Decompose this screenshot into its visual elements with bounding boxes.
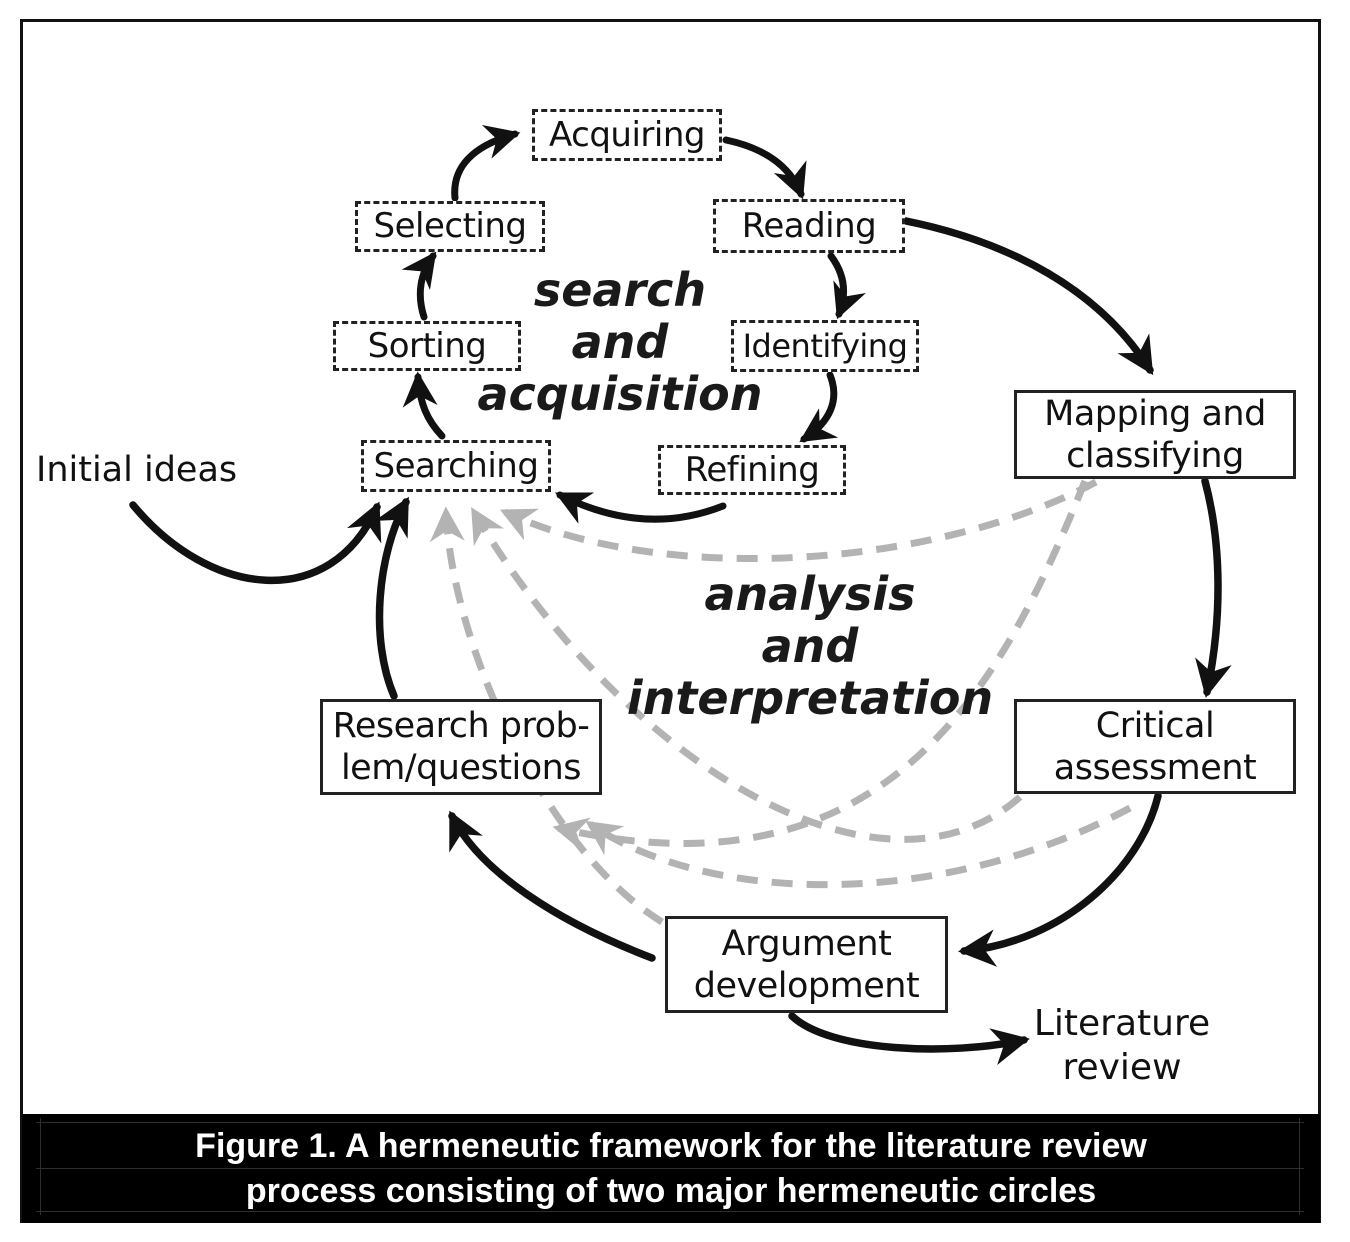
caption-gridline <box>36 1122 1304 1123</box>
dashed-arrow-critical-searching <box>470 507 1023 843</box>
dashed-arrow-critical-research <box>585 804 1132 889</box>
label-literature-review: Literature review <box>1033 1003 1211 1088</box>
node-searching: Searching <box>361 440 551 492</box>
arrow-research-searching <box>374 496 410 700</box>
node-refining: Refining <box>658 445 846 495</box>
node-critical-label: Critical assessment <box>1053 705 1257 788</box>
arrow-mapping-critical <box>1195 477 1232 698</box>
caption-gridline <box>40 1118 41 1215</box>
arrow-reading-identifying <box>827 252 866 320</box>
arrow-argument-literature-review <box>788 1012 1030 1065</box>
node-mapping-label: Mapping and classifying <box>1044 393 1266 476</box>
dashed-arrow-mapping-research <box>552 479 1089 852</box>
arrow-argument-research <box>448 810 656 962</box>
node-refining-label: Refining <box>684 449 820 490</box>
arrow-initial-ideas-searching <box>129 501 382 585</box>
node-research-label: Research prob- lem/questions <box>332 706 590 788</box>
node-acquiring: Acquiring <box>532 109 722 161</box>
arrow-sorting-selecting <box>401 251 437 321</box>
cycle-label-search-acquisition: search and acquisition <box>477 263 763 421</box>
arrow-identifying-refining <box>799 371 839 443</box>
node-selecting-label: Selecting <box>373 206 527 247</box>
caption-band: Figure 1. A hermeneutic framework for th… <box>22 1114 1320 1223</box>
node-reading: Reading <box>713 199 905 253</box>
node-argument-label: Argument development <box>693 923 920 1006</box>
arrow-refining-searching <box>554 491 727 524</box>
node-mapping-classifying: Mapping and classifying <box>1014 390 1296 479</box>
caption-gridline <box>36 1211 1304 1212</box>
arrow-searching-sorting <box>402 371 446 440</box>
node-research-problem: Research prob- lem/questions <box>320 699 602 795</box>
arrow-acquiring-reading <box>722 136 807 200</box>
node-identifying-label: Identifying <box>742 326 908 365</box>
node-searching-label: Searching <box>373 445 539 486</box>
node-identifying: Identifying <box>731 320 919 372</box>
node-sorting-label: Sorting <box>367 325 487 366</box>
node-sorting: Sorting <box>333 321 521 371</box>
figure-caption: Figure 1. A hermeneutic framework for th… <box>195 1126 1147 1210</box>
label-initial-ideas: Initial ideas <box>36 450 238 490</box>
dashed-arrow-mapping-searching <box>499 478 1098 563</box>
node-argument-development: Argument development <box>665 916 948 1013</box>
caption-gridline <box>36 1168 1304 1169</box>
arrow-selecting-acquiring <box>451 125 521 202</box>
node-critical-assessment: Critical assessment <box>1014 699 1296 794</box>
caption-gridline <box>1299 1118 1300 1215</box>
node-acquiring-label: Acquiring <box>549 114 706 155</box>
node-selecting: Selecting <box>355 201 545 252</box>
node-reading-label: Reading <box>741 205 877 246</box>
arrow-critical-argument <box>958 792 1162 967</box>
arrow-reading-mapping <box>902 217 1154 376</box>
cycle-label-analysis-interpretation: analysis and interpretation <box>626 567 994 725</box>
